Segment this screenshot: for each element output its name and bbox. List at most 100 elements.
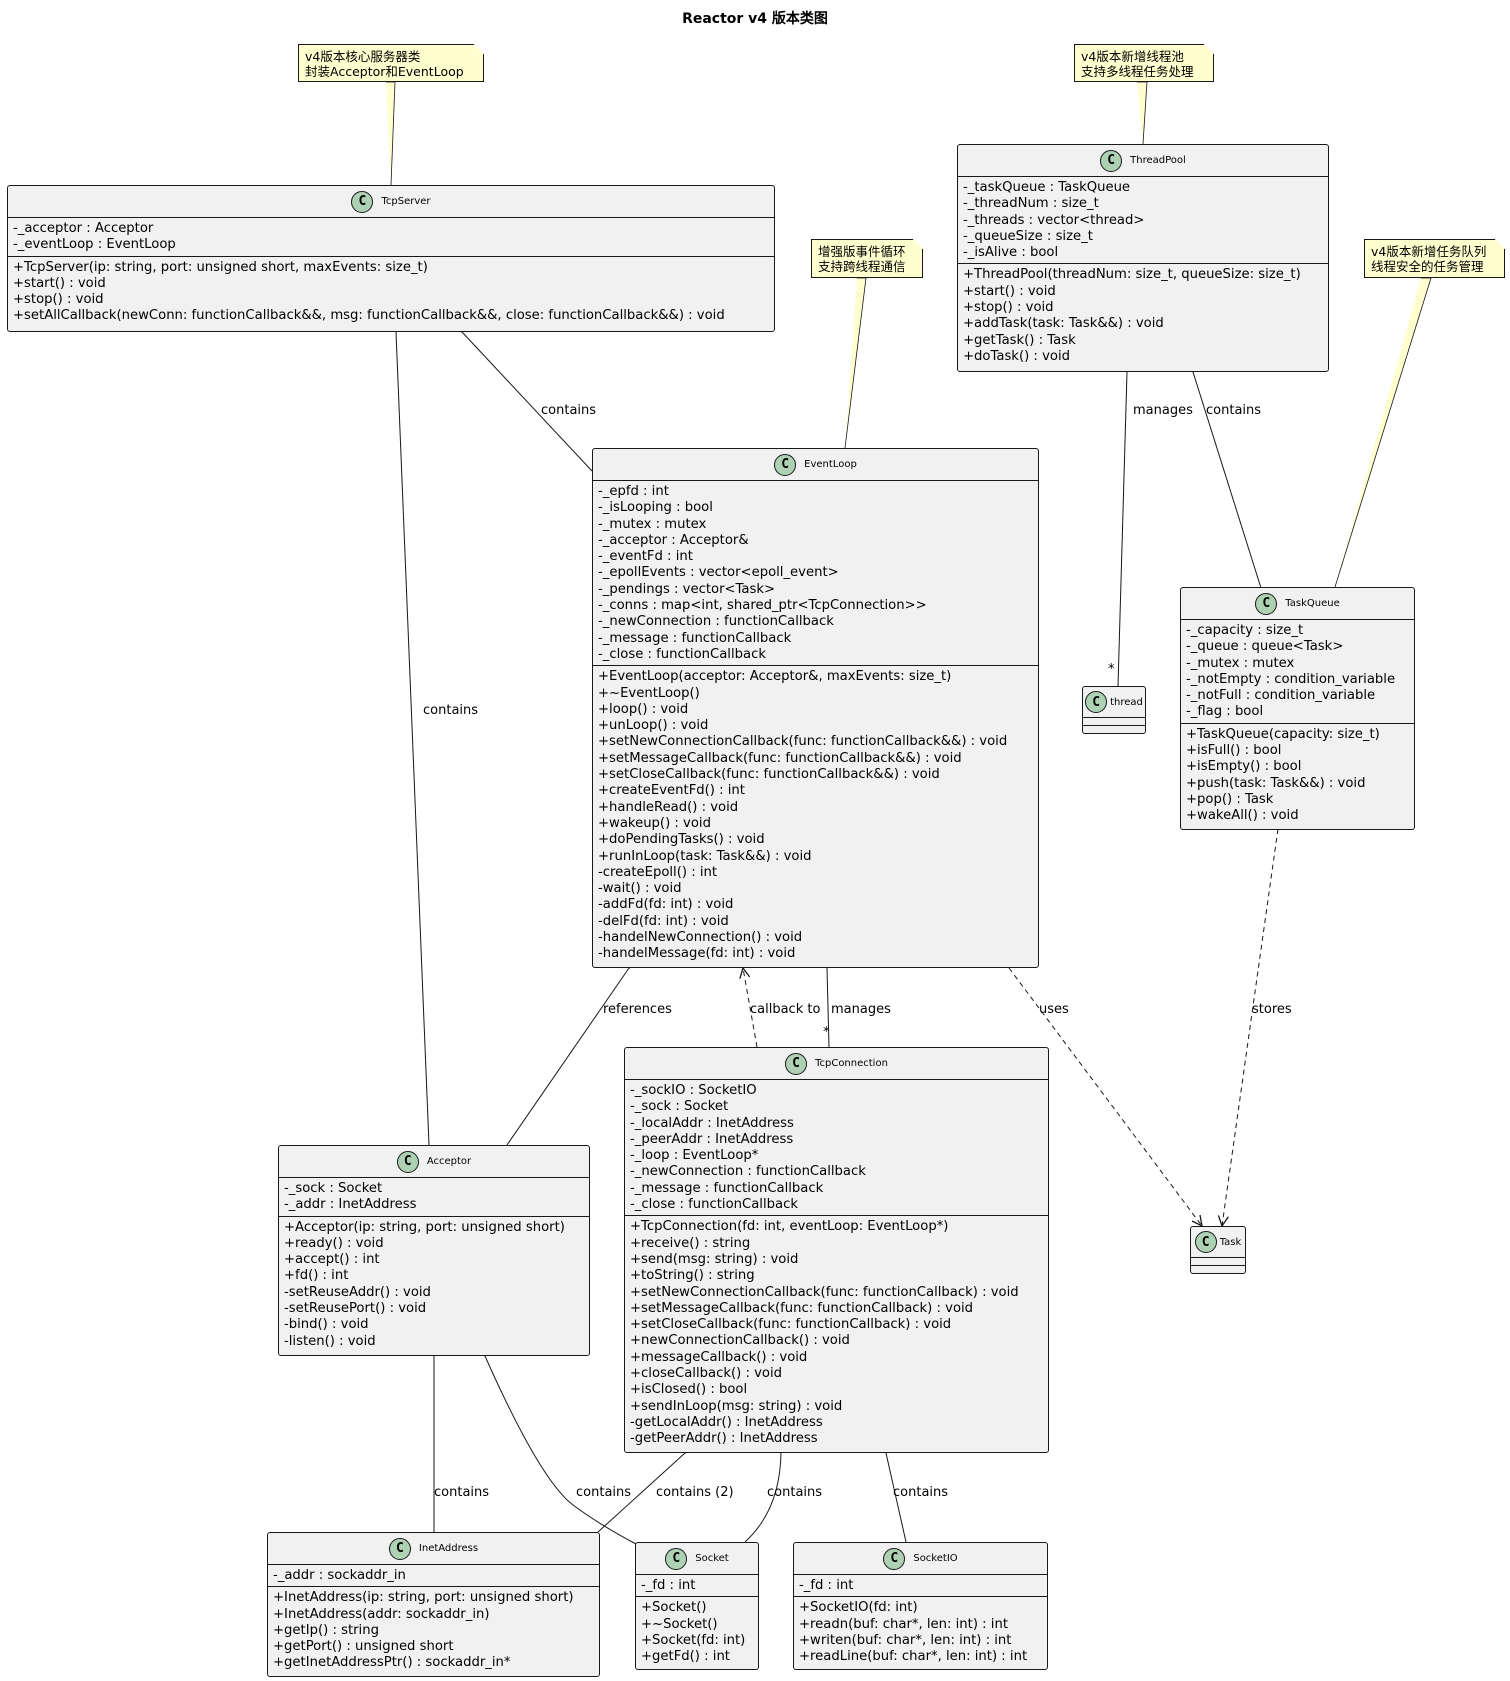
- link-taskqueue-task: [1222, 828, 1279, 1226]
- class-operation: +Acceptor(ip: string, port: unsigned sho…: [284, 1219, 565, 1235]
- class-attribute: -_newConnection : functionCallback: [630, 1164, 866, 1180]
- class-attribute: -_sock : Socket: [630, 1099, 729, 1115]
- note-line: 封装Acceptor和EventLoop: [305, 64, 464, 79]
- class-attribute: -_flag : bool: [1186, 704, 1264, 720]
- class-operation: +ThreadPool(threadNum: size_t, queueSize…: [963, 267, 1301, 283]
- class-operation: +getFd() : int: [641, 1649, 730, 1665]
- class-attribute: -_peerAddr : InetAddress: [630, 1131, 794, 1147]
- class-operation: +toString() : string: [630, 1268, 755, 1284]
- class-operation: +writen(buf: char*, len: int) : int: [799, 1632, 1012, 1648]
- class-attribute: -_close : functionCallback: [630, 1197, 798, 1213]
- class-name: InetAddress: [418, 1543, 479, 1554]
- class-attributes: -_fd : int: [636, 1575, 758, 1598]
- class-operation: -handelNewConnection() : void: [598, 930, 803, 946]
- relation-label: manages: [831, 1002, 891, 1017]
- class-operation: +unLoop() : void: [598, 718, 709, 734]
- class-operation: +TaskQueue(capacity: size_t): [1186, 726, 1380, 742]
- link-threadpool-taskqueue: [1186, 357, 1262, 589]
- class-header: C SocketIO: [794, 1543, 1047, 1575]
- class-attributes: -_sock : Socket-_addr : InetAddress: [279, 1178, 589, 1217]
- relation-label: contains: [423, 703, 479, 718]
- note-line: 线程安全的任务管理: [1371, 259, 1484, 274]
- class-attribute: -_fd : int: [799, 1578, 854, 1593]
- class-attribute: -_eventFd : int: [598, 549, 693, 565]
- class-attribute: -_loop : EventLoop*: [630, 1148, 759, 1164]
- class-operations: +EventLoop(acceptor: Acceptor&, maxEvent…: [593, 666, 1038, 965]
- class-operation: +isEmpty() : bool: [1186, 759, 1302, 775]
- class-operation: +getInetAddressPtr() : sockaddr_in*: [273, 1655, 511, 1671]
- relation-label: contains: [767, 1485, 823, 1500]
- class-operation: +addTask(task: Task&&) : void: [963, 316, 1164, 332]
- class-operation: +TcpConnection(fd: int, eventLoop: Event…: [630, 1219, 949, 1235]
- class-operation: +readLine(buf: char*, len: int) : int: [799, 1649, 1028, 1665]
- class-socketio: C SocketIO -_fd : int +SocketIO(fd: int)…: [793, 1542, 1048, 1670]
- class-header: C EventLoop: [593, 449, 1038, 481]
- class-attribute: -_acceptor : Acceptor&: [598, 532, 749, 548]
- class-c-icon: C: [785, 1052, 808, 1075]
- class-operation: +isClosed() : bool: [630, 1382, 748, 1398]
- class-operation: +pop() : Task: [1186, 791, 1274, 807]
- class-attribute: -_localAddr : InetAddress: [630, 1115, 794, 1131]
- link-tcpconn-inetaddress: [597, 1442, 697, 1533]
- class-operation: +Socket(): [641, 1600, 707, 1616]
- class-operation: +handleRead() : void: [598, 799, 739, 815]
- class-taskqueue: C TaskQueue -_capacity : size_t-_queue :…: [1180, 587, 1415, 830]
- relation-label: contains: [541, 403, 597, 418]
- class-operation: +doPendingTasks() : void: [598, 832, 765, 848]
- class-name: ThreadPool: [1130, 155, 1186, 166]
- class-operation: -setReuseAddr() : void: [284, 1284, 431, 1300]
- class-attribute: -_newConnection : functionCallback: [598, 614, 834, 630]
- class-tcpserver: C TcpServer -_acceptor : Acceptor-_event…: [7, 185, 775, 332]
- class-name: TcpConnection: [815, 1058, 888, 1069]
- relation-label: uses: [1039, 1002, 1069, 1017]
- class-name: Task: [1219, 1236, 1242, 1248]
- class-operation: +stop() : void: [963, 300, 1054, 316]
- class-name: thread: [1110, 696, 1143, 708]
- class-attributes: -_addr : sockaddr_in: [268, 1565, 599, 1588]
- class-c-icon: C: [396, 1150, 419, 1173]
- class-operation: -listen() : void: [284, 1333, 376, 1349]
- relation-label: stores: [1252, 1002, 1292, 1017]
- class-attribute: -_sockIO : SocketIO: [630, 1083, 757, 1098]
- class-operation: +setNewConnectionCallback(func: function…: [598, 734, 1008, 750]
- class-attribute: -_close : functionCallback: [598, 646, 766, 662]
- link-acceptor-socket: [477, 1342, 637, 1545]
- class-inetaddress: C InetAddress -_addr : sockaddr_in +Inet…: [267, 1532, 600, 1677]
- class-c-icon: C: [1194, 1231, 1217, 1253]
- class-operation: +messageCallback() : void: [630, 1349, 808, 1365]
- class-name: SocketIO: [913, 1553, 958, 1564]
- class-attribute: -_isLooping : bool: [598, 500, 713, 516]
- class-operation: +setCloseCallback(func: functionCallback…: [598, 767, 940, 783]
- class-attribute: -_mutex : mutex: [598, 516, 707, 532]
- class-attribute: -_fd : int: [641, 1578, 696, 1593]
- class-c-icon: C: [774, 453, 797, 476]
- class-attribute: -_threads : vector<thread>: [963, 212, 1145, 228]
- note-link-eventloop: [844, 277, 867, 449]
- note-line: v4版本新增任务队列: [1371, 244, 1487, 259]
- class-attribute: -_eventLoop : EventLoop: [13, 237, 176, 253]
- relation-label: callback to: [750, 1002, 821, 1017]
- class-operation: +TcpServer(ip: string, port: unsigned sh…: [13, 259, 428, 275]
- class-attributes: -_fd : int: [794, 1575, 1047, 1598]
- class-attributes: [1083, 718, 1145, 726]
- class-attribute: -_addr : sockaddr_in: [273, 1568, 406, 1583]
- class-socket: C Socket -_fd : int +Socket()+~Socket() +…: [635, 1542, 759, 1670]
- class-eventloop: C EventLoop -_epfd : int-_isLooping : bo…: [592, 448, 1039, 968]
- note-line: 增强版事件循环: [818, 244, 906, 259]
- class-header: C thread: [1083, 687, 1145, 718]
- note-line: 支持多线程任务处理: [1081, 64, 1194, 79]
- class-operation: +start() : void: [13, 275, 106, 291]
- class-header: C Socket: [636, 1543, 758, 1575]
- class-attribute: -_conns : map<int, shared_ptr<TcpConnect…: [598, 598, 927, 614]
- relation-label: contains: [893, 1485, 949, 1500]
- class-header: C ThreadPool: [958, 145, 1328, 177]
- note-line: v4版本核心服务器类: [305, 49, 421, 64]
- class-operation: +~Socket(): [641, 1616, 718, 1632]
- class-operation: +getPort() : unsigned short: [273, 1639, 454, 1655]
- class-operation: +wakeAll() : void: [1186, 808, 1299, 824]
- class-operation: +wakeup() : void: [598, 815, 711, 831]
- note-line: v4版本新增线程池: [1081, 49, 1184, 64]
- class-attribute: -_queue : queue<Task>: [1186, 639, 1344, 655]
